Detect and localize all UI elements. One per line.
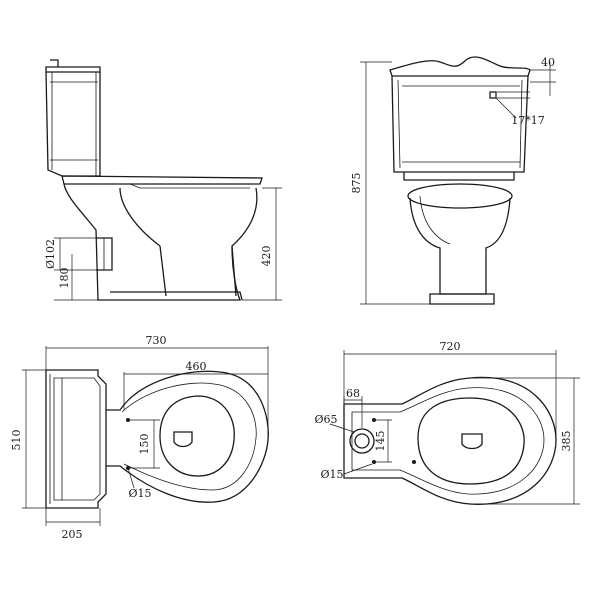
front-total-height-label: 875 — [350, 173, 363, 194]
side-pipe-diameter-label: Ø102 — [44, 239, 57, 269]
left-hole-spacing-label: 150 — [138, 434, 151, 455]
front-view: 875 40 17*17 — [350, 56, 556, 305]
side-view: 420 Ø102 180 — [44, 59, 282, 301]
right-width-label: 385 — [560, 431, 573, 452]
side-outlet-height-label: 180 — [58, 268, 71, 289]
left-tank-depth-label: 205 — [62, 528, 83, 541]
side-height-label: 420 — [260, 246, 273, 267]
front-top-offset-label: 40 — [541, 56, 555, 69]
top-view-left: 730 460 510 205 150 Ø15 — [10, 334, 269, 541]
right-total-length-label: 720 — [440, 340, 461, 353]
left-width-label: 510 — [10, 430, 23, 451]
right-hole-diameter-label: Ø15 — [320, 468, 343, 481]
front-button-label: 17*17 — [511, 114, 545, 127]
right-hole-spacing-label: 145 — [374, 431, 387, 452]
top-view-right: 720 385 68 Ø65 145 Ø15 — [314, 340, 580, 505]
left-hole-diameter-label: Ø15 — [128, 487, 151, 500]
right-inlet-offset-label: 68 — [346, 387, 360, 400]
left-total-length-label: 730 — [146, 334, 167, 347]
right-inlet-diameter-label: Ø65 — [314, 413, 337, 426]
left-bowl-length-label: 460 — [186, 360, 207, 373]
